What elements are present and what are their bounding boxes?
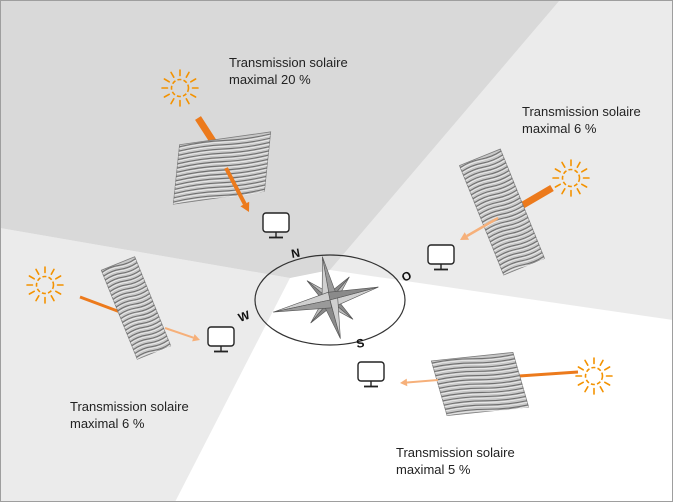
transmitted-ray-east bbox=[460, 216, 499, 240]
monitor-icon-north bbox=[262, 212, 290, 239]
label-east-line1: Transmission solaire bbox=[522, 104, 641, 119]
transmitted-ray-west bbox=[164, 327, 200, 342]
transmitted-ray-north bbox=[224, 167, 250, 212]
compass-west-letter: W bbox=[236, 308, 252, 325]
sun-icon-north bbox=[161, 69, 199, 107]
label-south-line2: maximal 5 % bbox=[396, 462, 471, 477]
label-north-line1: Transmission solaire bbox=[229, 55, 348, 70]
label-west-line1: Transmission solaire bbox=[70, 399, 189, 414]
pleated-blind-icon-north bbox=[172, 131, 272, 205]
monitor-icon-east bbox=[427, 244, 455, 271]
sector-west bbox=[0, 228, 290, 502]
monitors bbox=[207, 212, 455, 388]
compass-north-letter: N bbox=[290, 246, 301, 261]
label-north-transmission: Transmission solaire maximal 20 % bbox=[229, 54, 348, 88]
pleated-blind-icon-west bbox=[100, 256, 172, 360]
label-south-transmission: Transmission solaire maximal 5 % bbox=[396, 444, 515, 478]
transmitted-ray-south bbox=[400, 378, 439, 387]
label-east-transmission: Transmission solaire maximal 6 % bbox=[522, 103, 641, 137]
suns bbox=[26, 69, 613, 395]
label-west-transmission: Transmission solaire maximal 6 % bbox=[70, 398, 189, 432]
sun-icon-west bbox=[26, 266, 64, 304]
sun-icon-south bbox=[575, 357, 613, 395]
label-south-line1: Transmission solaire bbox=[396, 445, 515, 460]
compass-rose-icon: N O S W bbox=[236, 246, 413, 351]
blinds bbox=[100, 131, 546, 417]
compass-south-letter: S bbox=[355, 336, 365, 351]
label-north-line2: maximal 20 % bbox=[229, 72, 311, 87]
pleated-blind-icon-south bbox=[430, 351, 530, 417]
label-west-line2: maximal 6 % bbox=[70, 416, 145, 431]
sector-north bbox=[0, 0, 560, 278]
monitor-icon-west bbox=[207, 326, 235, 353]
label-east-line2: maximal 6 % bbox=[522, 121, 597, 136]
sun-icon-east bbox=[552, 159, 590, 197]
transmitted-rays bbox=[164, 167, 499, 387]
monitor-icon-south bbox=[357, 361, 385, 388]
